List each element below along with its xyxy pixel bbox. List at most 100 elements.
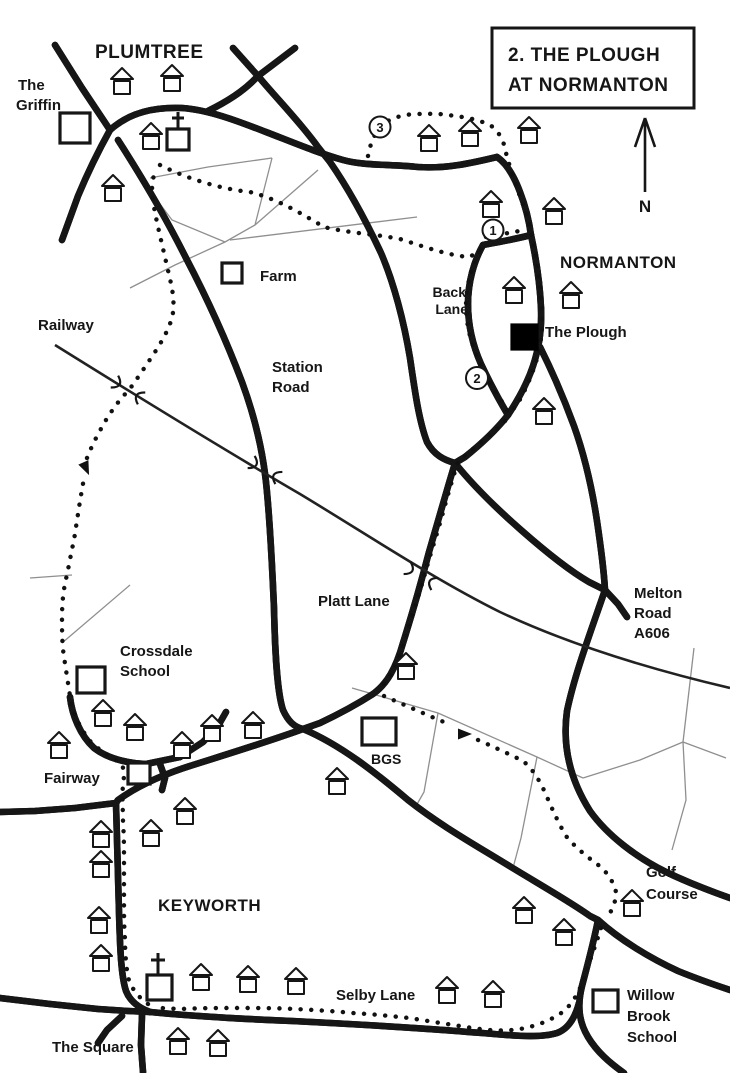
field-line	[129, 241, 226, 289]
label-back-lane-2: Lane	[435, 301, 468, 317]
route-direction-arrow-south	[78, 460, 90, 476]
map-title-line-1: 2. THE PLOUGH	[508, 45, 660, 66]
route-keyworth-to-crossdale	[59, 475, 151, 1007]
house-icon	[110, 67, 134, 95]
field-line	[229, 216, 418, 241]
house-icon	[542, 197, 566, 225]
house-icon	[139, 122, 163, 150]
field-line	[254, 169, 319, 226]
route-loop-top	[483, 227, 528, 240]
building-the-plough-pub	[510, 323, 539, 351]
field-line-golf	[512, 756, 538, 869]
label-melton-2: Road	[634, 605, 672, 622]
crossing-tick	[247, 455, 258, 470]
label-griffin-2: Griffin	[16, 97, 61, 114]
field-line	[149, 157, 273, 179]
label-farm: Farm	[260, 268, 297, 285]
waypoint-circle	[481, 218, 505, 242]
house-icon	[532, 397, 556, 425]
route-back-lane	[463, 249, 512, 417]
railway-crossing-ticks	[110, 375, 146, 405]
route-plumtree-to-normanton	[157, 162, 484, 260]
title-box: 2. THE PLOUGH AT NORMANTON	[490, 26, 696, 110]
map-title-line-2: AT NORMANTON	[508, 75, 668, 96]
building-fairway	[126, 761, 152, 786]
labels: PLUMTREE The Griffin Farm Railway Statio…	[16, 42, 698, 1056]
house-icon	[620, 889, 644, 917]
crossing-tick	[428, 576, 439, 591]
road-fairway-lane	[66, 693, 184, 768]
label-willow-3: School	[627, 1029, 677, 1046]
house-icon	[89, 944, 113, 972]
house-icon	[166, 1027, 190, 1055]
buildings	[58, 111, 620, 1014]
label-the-square: The Square	[52, 1039, 134, 1056]
house-icon	[241, 711, 265, 739]
house-icon	[517, 116, 541, 144]
waypoint-3: 3	[368, 115, 392, 139]
label-normanton: NORMANTON	[560, 253, 677, 272]
label-crossdale-2: School	[120, 663, 170, 680]
field-boundaries	[29, 157, 727, 869]
waypoint-number: 2	[473, 371, 480, 386]
house-icon	[435, 976, 459, 1004]
waypoint-2: 2	[465, 366, 489, 390]
label-selby-lane: Selby Lane	[336, 987, 415, 1004]
route-golf-course	[475, 737, 619, 920]
house-icon	[101, 174, 125, 202]
church-plumtree	[165, 112, 191, 152]
road-golf-southeast	[594, 916, 730, 994]
waypoint-number: 1	[489, 223, 496, 238]
house-icon	[559, 281, 583, 309]
house-icon	[189, 963, 213, 991]
cross-icon	[172, 112, 184, 129]
title-box-frame	[490, 26, 696, 110]
house-icon	[502, 276, 526, 304]
label-back-lane-1: Back	[433, 284, 467, 300]
road-junction-to-melton	[451, 459, 609, 594]
house-icon	[160, 64, 184, 92]
label-keyworth: KEYWORTH	[158, 896, 261, 915]
railway-crossing-ticks	[247, 455, 283, 485]
label-griffin-1: The	[18, 77, 45, 94]
field-line	[61, 584, 131, 644]
label-station-road-1: Station	[272, 359, 323, 376]
label-plumtree: PLUMTREE	[95, 42, 204, 63]
label-melton-3: A606	[634, 625, 670, 642]
route-selby-lane	[157, 925, 604, 1033]
label-bgs: BGS	[371, 751, 401, 767]
crossing-tick	[134, 391, 146, 405]
field-line	[29, 574, 73, 579]
house-icon	[206, 1029, 230, 1057]
field-line-golf	[582, 741, 684, 779]
field-line-golf	[415, 712, 439, 807]
house-icon	[512, 896, 536, 924]
crossing-tick	[403, 561, 414, 576]
label-melton-1: Melton	[634, 585, 682, 602]
crossing-tick	[110, 375, 122, 389]
building-bgs	[360, 716, 398, 747]
route-railway-to-plumtree	[84, 165, 176, 461]
route-top-and-east	[365, 111, 545, 415]
label-willow-2: Brook	[627, 1008, 671, 1025]
house-icon	[91, 699, 115, 727]
church-body	[145, 973, 174, 1002]
house-icon	[481, 980, 505, 1008]
house-icon	[236, 965, 260, 993]
field-line-golf	[671, 741, 687, 851]
field-line-golf	[682, 741, 727, 759]
route-bgs-fields-west	[381, 693, 454, 728]
north-arrow-icon	[633, 117, 657, 192]
cross-icon	[151, 953, 165, 975]
north-label: N	[639, 197, 651, 216]
label-golf-1: Golf	[646, 864, 677, 881]
house-icon	[170, 731, 194, 759]
label-platt-lane: Platt Lane	[318, 593, 390, 610]
building-the-griffin	[58, 111, 92, 145]
house-icon	[417, 124, 441, 152]
house-icon	[458, 119, 482, 147]
house-icon	[47, 731, 71, 759]
field-line-golf	[682, 647, 695, 743]
